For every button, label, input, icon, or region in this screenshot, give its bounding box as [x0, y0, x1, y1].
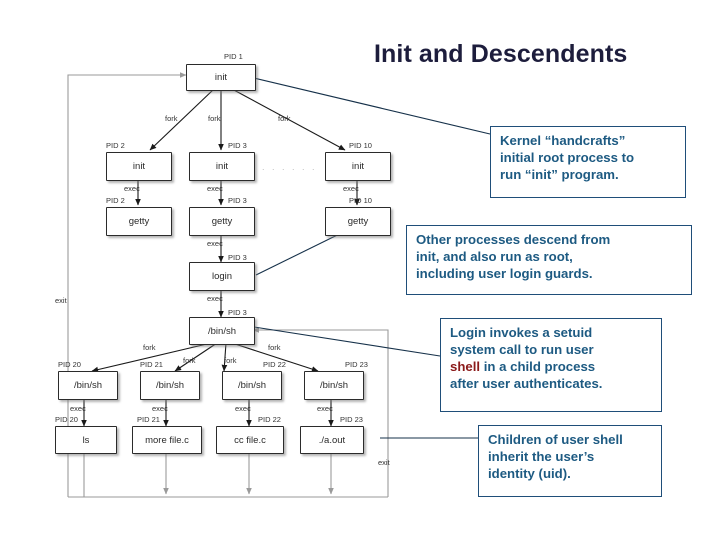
fork-edges-init [149, 88, 346, 151]
callout-children-inherit: Children of user shell inherit the user’… [478, 425, 662, 497]
exec-edges-getty [135, 179, 360, 206]
process-box-shell-20[interactable]: /bin/sh [58, 371, 118, 400]
process-box-init-10[interactable]: init [325, 152, 391, 181]
process-box-init-1[interactable]: init [186, 64, 256, 91]
edge-label-fork: fork [183, 356, 196, 365]
edge-label-fork: fork [208, 114, 221, 123]
edge-label-exec: exec [207, 184, 223, 193]
pid-label: PID 1 [224, 52, 243, 61]
process-box-aout[interactable]: ./a.out [300, 426, 364, 454]
pid-label: PID 21 [137, 415, 160, 424]
page-title: Init and Descendents [374, 40, 628, 68]
callout-line: run “init” program. [500, 167, 619, 183]
process-box-login[interactable]: login [189, 262, 255, 291]
edge-label-fork: fork [224, 356, 237, 365]
exit-label-right: exit [378, 458, 390, 467]
pid-label: PID 21 [140, 360, 163, 369]
pid-label: PID 3 [228, 141, 247, 150]
callout-other-processes: Other processes descend from init, and a… [406, 225, 692, 295]
edge-label-exec: exec [152, 404, 168, 413]
callout-line: shell in a child process [450, 359, 596, 375]
callout-line: identity (uid). [488, 466, 571, 482]
callout-line: Kernel “handcrafts” [500, 133, 626, 148]
callout-line: init, and also run as root, [416, 249, 573, 265]
callout-line: system call to run user [450, 342, 594, 358]
callout-line: Login invokes a setuid [450, 325, 593, 340]
edge-label-fork: fork [278, 114, 291, 123]
process-box-shell-23[interactable]: /bin/sh [304, 371, 364, 400]
edge-label-exec: exec [124, 184, 140, 193]
edge-label-exec: exec [207, 294, 223, 303]
process-box-getty-10[interactable]: getty [325, 207, 391, 236]
pid-label: PID 2 [106, 141, 125, 150]
callout-line: Other processes descend from [416, 232, 611, 247]
edge-label-fork: fork [143, 343, 156, 352]
exec-edges-commands [81, 398, 334, 427]
callout-line: Children of user shell [488, 432, 623, 447]
pid-label: PID 2 [106, 196, 125, 205]
edge-label-fork: fork [165, 114, 178, 123]
command-exit-lines [83, 452, 334, 497]
exit-path-right [252, 327, 389, 497]
pid-label: PID 22 [258, 415, 281, 424]
process-box-shell-21[interactable]: /bin/sh [140, 371, 200, 400]
process-box-init-2[interactable]: init [106, 152, 172, 181]
callout-login-setuid: Login invokes a setuid system call to ru… [440, 318, 662, 412]
process-box-shell-22[interactable]: /bin/sh [222, 371, 282, 400]
process-box-more[interactable]: more file.c [132, 426, 202, 454]
process-box-shell-3[interactable]: /bin/sh [189, 317, 255, 345]
exit-label-left: exit [55, 296, 67, 305]
emphasis-shell: shell [450, 359, 481, 375]
process-box-init-3[interactable]: init [189, 152, 255, 181]
edge-label-fork: fork [268, 343, 281, 352]
pid-label: PID 22 [263, 360, 286, 369]
pid-label: PID 3 [228, 253, 247, 262]
pid-label: PID 23 [345, 360, 368, 369]
pid-label: PID 23 [340, 415, 363, 424]
callout-line: after user authenticates. [450, 376, 603, 392]
process-box-ls[interactable]: ls [55, 426, 117, 454]
pid-label: PID 20 [58, 360, 81, 369]
ellipsis: . . . . . . [262, 162, 318, 172]
pid-label: PID 10 [349, 141, 372, 150]
process-box-getty-2[interactable]: getty [106, 207, 172, 236]
fork-edges-shell [91, 342, 319, 373]
edge-label-exec: exec [207, 239, 223, 248]
pid-label: PID 10 [349, 196, 372, 205]
callout-line: including user login guards. [416, 266, 593, 282]
callout-line: inherit the user’s [488, 449, 595, 465]
callout-kernel-handcrafts: Kernel “handcrafts” initial root process… [490, 126, 686, 198]
pid-label: PID 3 [228, 308, 247, 317]
process-box-cc[interactable]: cc file.c [216, 426, 284, 454]
edge-label-exec: exec [235, 404, 251, 413]
process-box-getty-3[interactable]: getty [189, 207, 255, 236]
edge-label-exec: exec [317, 404, 333, 413]
pid-label: PID 3 [228, 196, 247, 205]
edge-label-exec: exec [343, 184, 359, 193]
edge-label-exec: exec [70, 404, 86, 413]
callout-line: initial root process to [500, 150, 635, 166]
pid-label: PID 20 [55, 415, 78, 424]
